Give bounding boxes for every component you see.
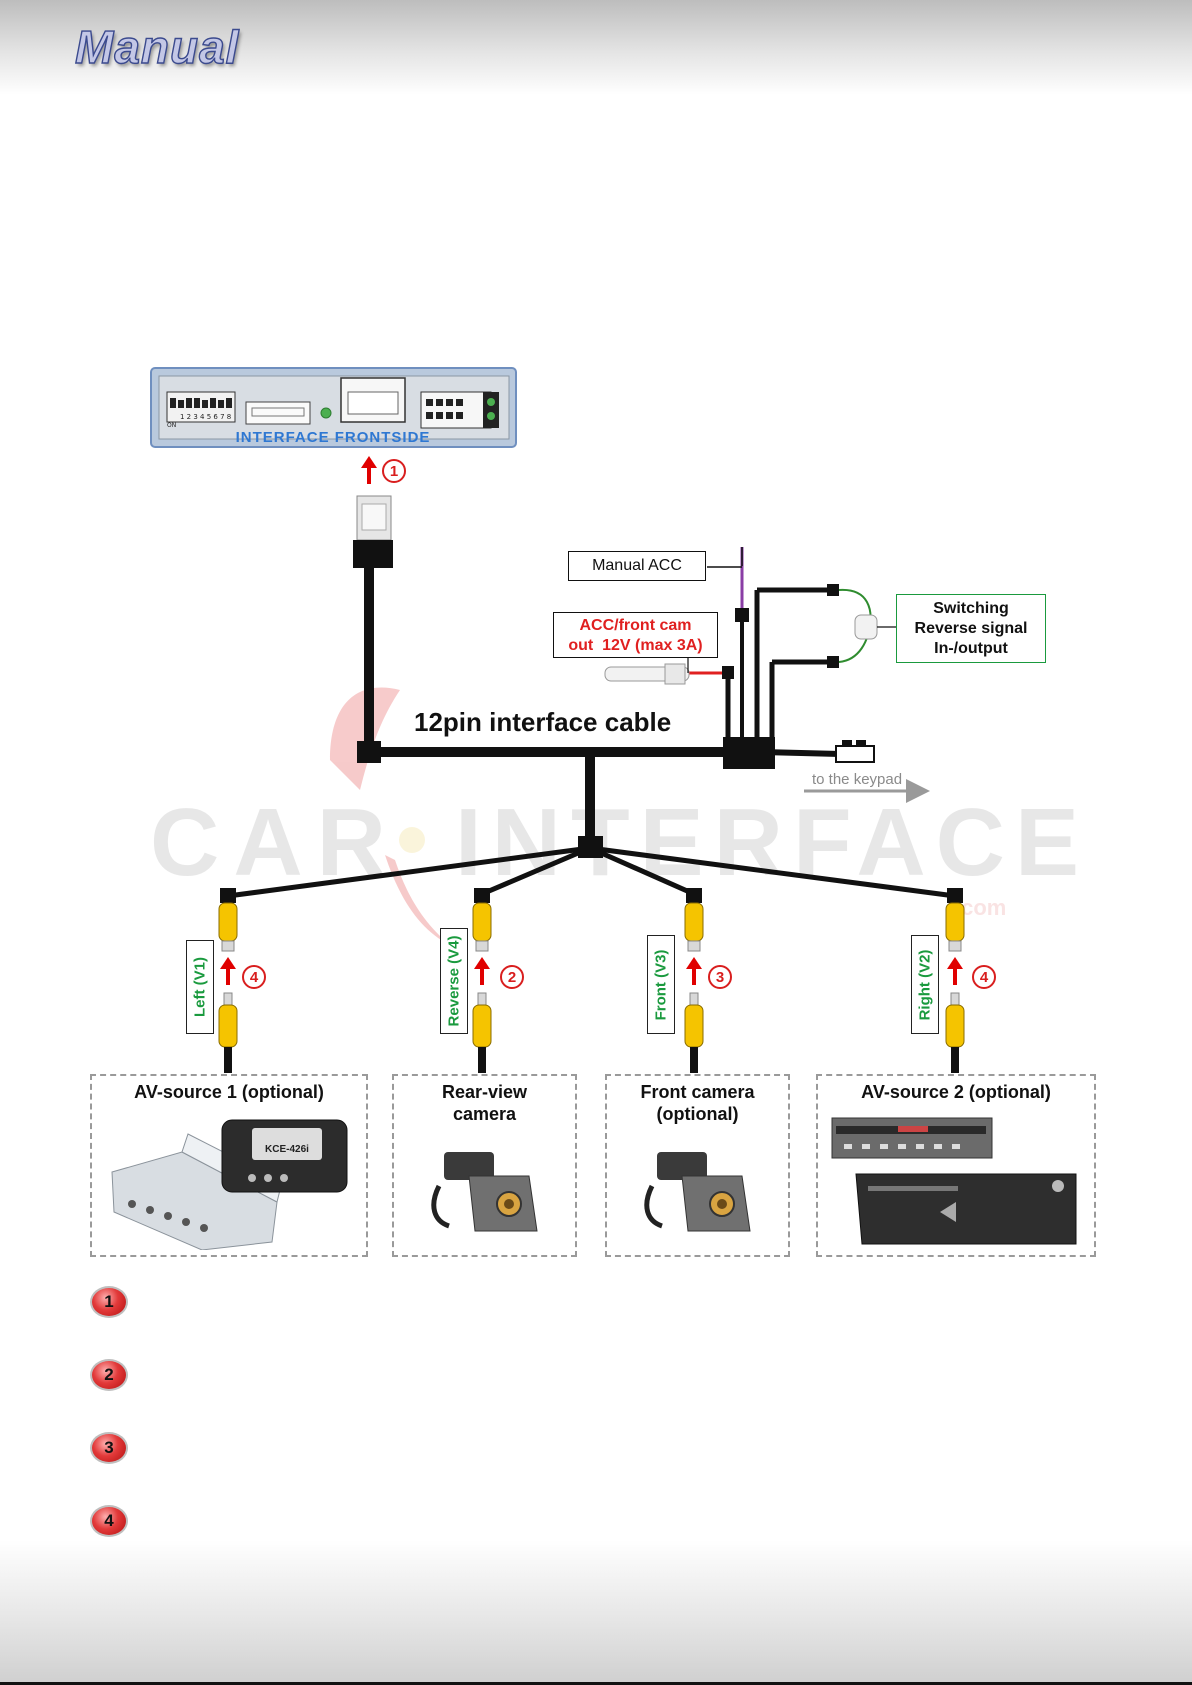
manual-acc-label: Manual ACC <box>592 557 682 574</box>
switching-line-1: Switching <box>933 600 1009 617</box>
av-source-1-icon: KCE-426i <box>111 1119 348 1250</box>
power-port <box>420 391 492 429</box>
acc-out-box: ACC/front cam out 12V (max 3A) <box>553 612 718 658</box>
watermark-dot <box>399 827 425 853</box>
callout-1: 1 <box>382 459 406 483</box>
cable-splitter-block <box>578 836 603 858</box>
watermark-swoosh-bottom <box>385 855 450 945</box>
watermark-text-2: INTERFACE <box>455 789 1089 896</box>
switching-line-2: Reverse signal <box>914 620 1028 637</box>
input-label-reverse: Reverse (V4) <box>440 928 468 1034</box>
cable-corner-block <box>357 741 381 763</box>
device-front-camera: Front camera (optional) <box>605 1074 790 1257</box>
callout-reverse: 2 <box>500 965 524 989</box>
rca-reverse <box>472 888 492 1073</box>
rear-camera-icon <box>431 1152 538 1232</box>
keypad-connector <box>835 740 875 763</box>
device-title: AV-source 1 (optional) <box>134 1082 324 1102</box>
rca-left <box>218 888 238 1073</box>
device-av-source-1: AV-source 1 (optional) KCE-426i <box>90 1074 368 1257</box>
dip-on-label: ON <box>167 422 176 429</box>
callout-left: 4 <box>242 965 266 989</box>
rca-front <box>684 888 704 1073</box>
device-title: Rear-view camera <box>441 1082 528 1124</box>
callout-front: 3 <box>708 965 732 989</box>
interface-label: INTERFACE FRONTSIDE <box>236 429 431 446</box>
switching-fuse <box>854 614 878 640</box>
switching-line-3: In-/output <box>934 640 1008 657</box>
callout-right: 4 <box>972 965 996 989</box>
cable-harness <box>227 568 956 899</box>
switching-box: Switching Reverse signal In-/output <box>896 594 1046 663</box>
status-led <box>320 407 332 419</box>
manual-acc-wire-end <box>735 608 749 622</box>
acc-out-line-1: ACC/front cam <box>579 617 692 634</box>
legend-badge-1: 1 <box>90 1286 128 1318</box>
av-source-2-icon <box>831 1117 1077 1245</box>
header-band <box>0 0 1192 95</box>
12pin-plug <box>353 495 393 568</box>
input-label-front: Front (V3) <box>647 935 675 1034</box>
legend-badge-4: 4 <box>90 1505 128 1537</box>
front-camera-icon <box>644 1152 751 1232</box>
arrow-1-head <box>361 456 377 468</box>
interface-frontside: 1 2 3 4 5 6 7 8 ON INTERFACE FRONTSIDE <box>150 367 517 448</box>
keypad-label: to the keypad <box>812 771 902 788</box>
footer-band <box>0 1540 1192 1685</box>
dip-numbers: 1 2 3 4 5 6 7 8 <box>180 413 231 421</box>
input-label-left: Left (V1) <box>186 940 214 1034</box>
footer-line <box>0 1682 1192 1685</box>
cable-junction-block <box>723 737 775 769</box>
manual-acc-box: Manual ACC <box>568 551 706 581</box>
acc-out-plug <box>604 663 690 685</box>
device-title: Front camera (optional) <box>640 1082 755 1124</box>
watermark: CAR INTERFACE .com <box>150 687 1089 945</box>
acc-out-line-2: out 12V (max 3A) <box>568 637 703 654</box>
device-rear-camera: Rear-view camera <box>392 1074 577 1257</box>
kce-model: KCE-426i <box>265 1144 309 1155</box>
device-av-source-2: AV-source 2 (optional) <box>816 1074 1096 1257</box>
legend-badge-2: 2 <box>90 1359 128 1391</box>
legend-badge-3: 3 <box>90 1432 128 1464</box>
cable-label: 12pin interface cable <box>414 707 671 737</box>
small-connector <box>245 401 311 425</box>
page-title: Manual <box>74 20 240 73</box>
device-title: AV-source 2 (optional) <box>861 1082 1051 1102</box>
input-label-right: Right (V2) <box>911 935 939 1034</box>
dip-switch: 1 2 3 4 5 6 7 8 ON <box>166 391 236 429</box>
rca-right <box>945 888 965 1073</box>
rca-connectors <box>218 888 965 1073</box>
